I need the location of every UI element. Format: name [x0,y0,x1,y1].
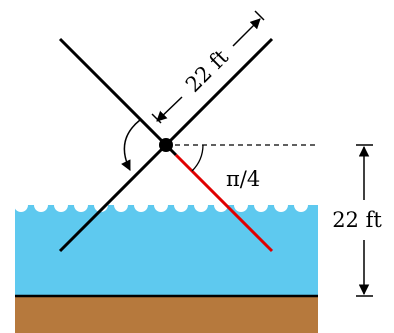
arm-lower-left [58,143,168,253]
water [15,205,318,296]
angle-label: π/4 [226,167,260,191]
angle-arc [191,144,204,172]
arm-length-arrow-upper [232,18,261,47]
arm-length-arrow-lower [156,96,183,122]
pivot-dot-icon [159,138,173,152]
arm-upper-left [58,37,168,147]
ground [15,296,318,333]
water-waves [10,190,320,212]
height-label: 22 ft [332,208,382,232]
arm-length-label: 22 ft [181,45,233,97]
arm-length-tick-end [254,10,265,21]
arm-upper-right [164,37,274,147]
curved-arrow-icon [121,119,141,171]
